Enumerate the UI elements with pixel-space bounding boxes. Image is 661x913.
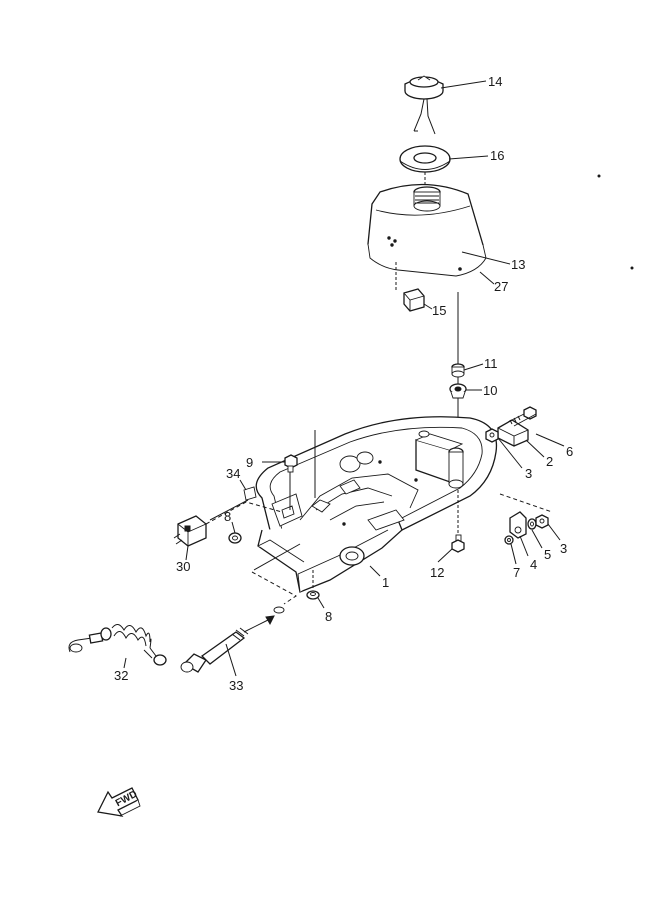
callout-1: 1 <box>382 575 389 590</box>
leader-lines <box>123 80 565 677</box>
callout-30: 30 <box>176 559 190 574</box>
bolt-part-6 <box>507 406 537 427</box>
washer-part-7 <box>504 535 514 545</box>
callout-12: 12 <box>430 565 444 580</box>
callout-8-upper: 8 <box>224 509 231 524</box>
bottom-cowling-part-1 <box>255 416 498 593</box>
callout-32: 32 <box>114 668 128 683</box>
callout-10: 10 <box>483 383 497 398</box>
lanyard-part-32 <box>68 624 167 666</box>
callout-15: 15 <box>432 303 446 318</box>
callout-9: 9 <box>246 455 253 470</box>
label-part-34 <box>243 486 257 501</box>
callout-6: 6 <box>566 444 573 459</box>
gasket-part-16 <box>399 145 451 173</box>
callout-27: 27 <box>494 279 508 294</box>
fuel-cap-part-14 <box>404 75 444 135</box>
callout-4: 4 <box>530 557 537 572</box>
stop-switch-part-30 <box>173 515 207 547</box>
callout-5: 5 <box>544 547 551 562</box>
nut-part-3-lower <box>535 514 549 529</box>
grommet-part-8-lower <box>306 590 320 600</box>
callout-3-upper: 3 <box>525 466 532 481</box>
callout-34: 34 <box>226 466 240 481</box>
callout-7: 7 <box>513 565 520 580</box>
callout-16: 16 <box>490 148 504 163</box>
grommet-part-10 <box>449 383 467 399</box>
bracket-part-2 <box>497 419 529 447</box>
fuel-tank-part-13 <box>367 183 487 277</box>
washer-part-5 <box>527 518 537 530</box>
callout-labels: 14 16 13 27 15 11 10 6 2 3 3 5 4 7 12 9 … <box>114 74 573 693</box>
callout-14: 14 <box>488 74 502 89</box>
bushing-part-11 <box>451 363 465 378</box>
grommet-part-8-upper <box>228 532 242 544</box>
callout-2: 2 <box>546 454 553 469</box>
clip-part-15 <box>403 288 425 312</box>
callout-8-lower: 8 <box>325 609 332 624</box>
bolt-part-9 <box>284 454 298 473</box>
callout-3-lower: 3 <box>560 541 567 556</box>
callout-11: 11 <box>484 356 498 371</box>
callout-33: 33 <box>229 678 243 693</box>
cable-part-33 <box>180 615 275 673</box>
bracket-part-4 <box>509 511 527 539</box>
nut-part-3-upper <box>485 428 499 443</box>
forward-arrow-icon: FWD <box>97 787 141 817</box>
callout-13: 13 <box>511 257 525 272</box>
screw-part-12 <box>451 534 465 553</box>
